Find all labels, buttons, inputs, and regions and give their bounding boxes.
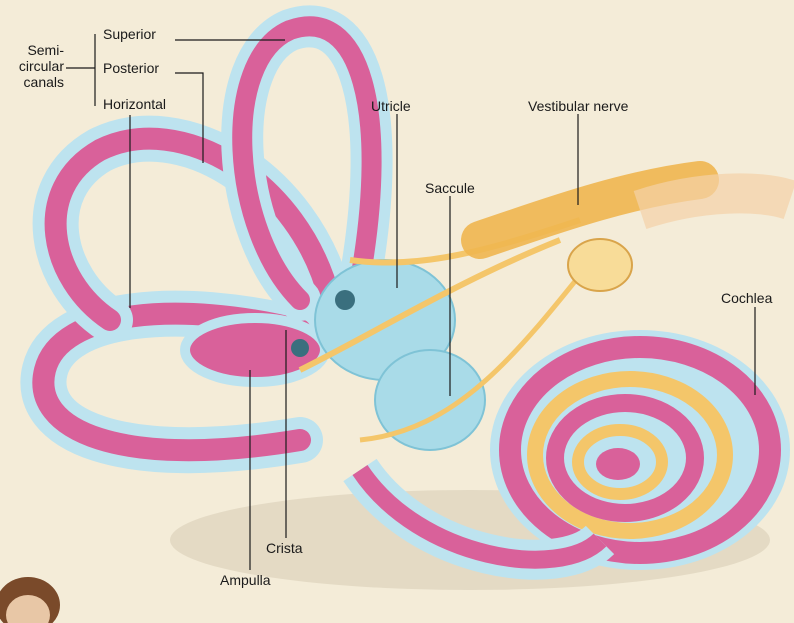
semicircular-canals-label: Semi- circular canals [6, 42, 64, 90]
semicircular-canals-label-line2: circular [6, 58, 64, 74]
bracket-line [66, 34, 95, 106]
horizontal-label: Horizontal [103, 96, 166, 112]
semicircular-canals-label-line1: Semi- [6, 42, 64, 58]
saccule-label: Saccule [425, 180, 475, 196]
crista-label: Crista [266, 540, 303, 556]
ampulla-label: Ampulla [220, 572, 271, 588]
vestibular-nerve-label: Vestibular nerve [528, 98, 628, 114]
posterior-label: Posterior [103, 60, 159, 76]
semicircular-canals-label-line3: canals [6, 74, 64, 90]
cochlea-label: Cochlea [721, 290, 772, 306]
utricle-label: Utricle [371, 98, 411, 114]
superior-label: Superior [103, 26, 156, 42]
person-figure [0, 577, 60, 623]
